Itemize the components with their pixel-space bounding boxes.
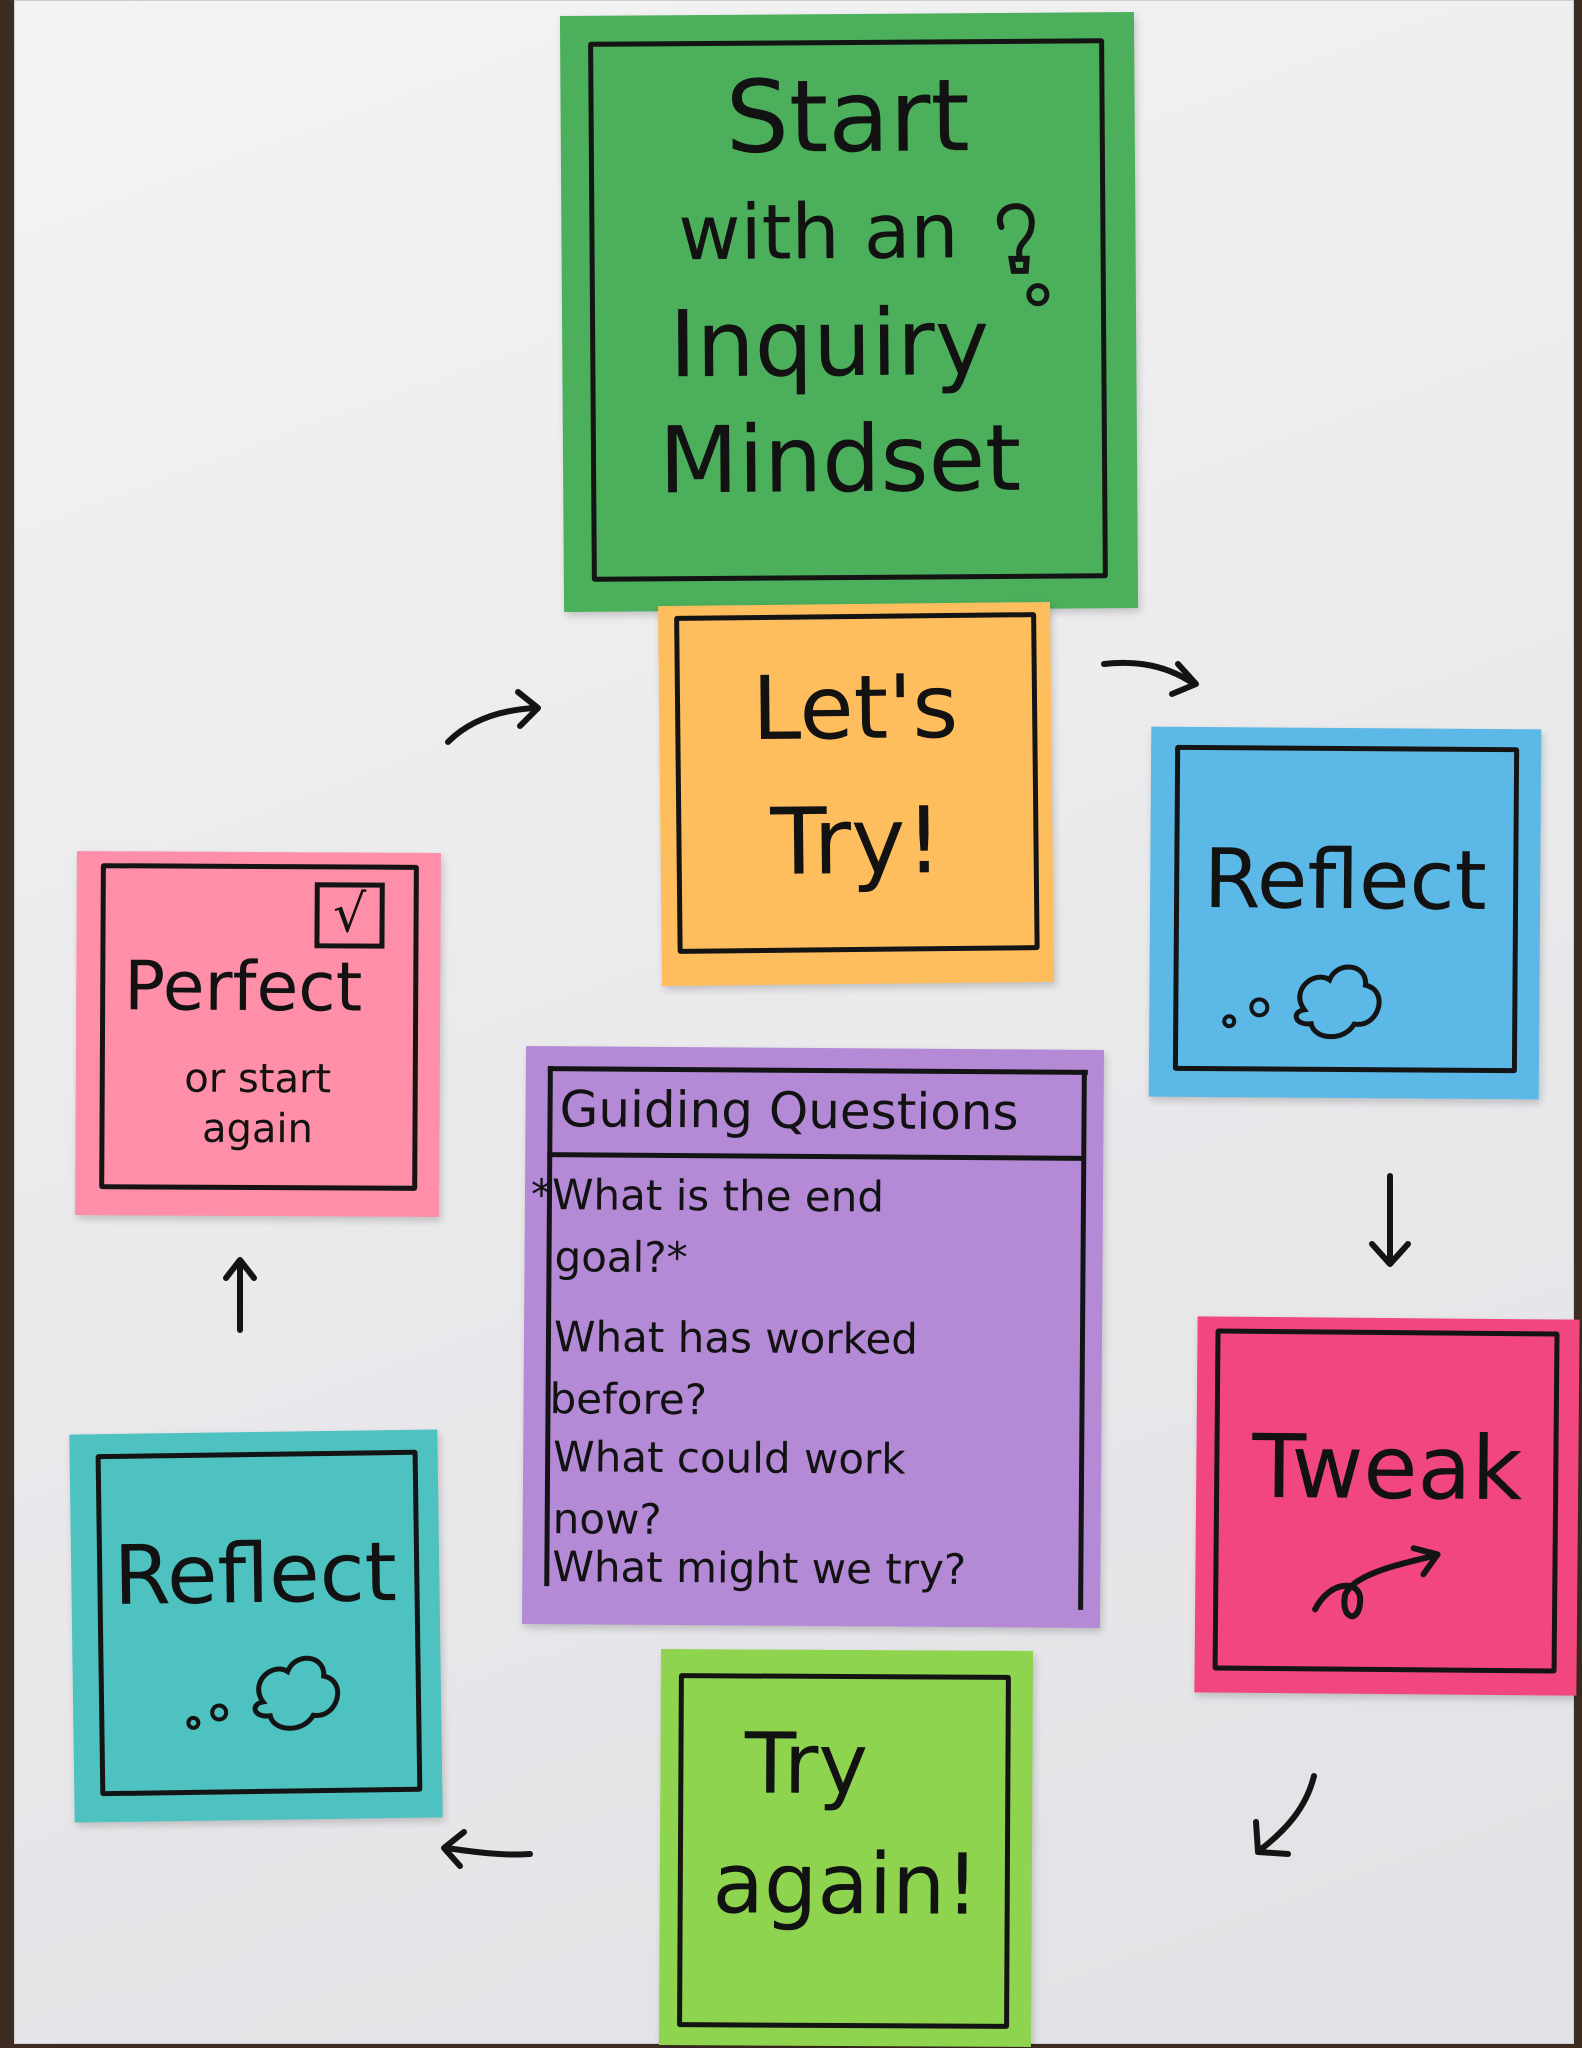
arrow-to-reflect-left (441, 1829, 533, 1869)
try-again-line-1: Try (744, 1714, 869, 1814)
perfect-sub-2: again (201, 1105, 314, 1153)
tweak-label: Tweak (1251, 1414, 1523, 1521)
gq-line: What could work (552, 1432, 906, 1484)
gq-line: now? (552, 1494, 662, 1544)
checkbox-check: √ (332, 884, 367, 945)
gq-line: before? (549, 1374, 708, 1425)
thought-cloud-icon (186, 1655, 341, 1731)
curly-arrow-icon (1312, 1545, 1441, 1620)
gq-line: goal?* (554, 1232, 688, 1283)
tweak-note: Tweak (1194, 1316, 1580, 1696)
gq-line: What might we try? (552, 1542, 967, 1595)
gq-border-left (544, 1066, 553, 1587)
lets-try-line-1: Let's (751, 654, 959, 761)
gq-border-top (547, 1066, 1088, 1075)
guiding-questions-note: Guiding Questions *What is the end goal?… (521, 1045, 1105, 1629)
try-again-note: Try again! (658, 1649, 1034, 2047)
lets-try-note: Let's Try! (658, 601, 1054, 987)
perfect-title: Perfect (123, 947, 363, 1028)
lightbulb-icon (996, 203, 1050, 307)
arrow-to-lets-try (445, 689, 541, 745)
lets-try-line-2: Try! (770, 787, 943, 896)
reflect-left-note: Reflect (69, 1429, 443, 1823)
start-line-4: Mindset (658, 404, 1022, 515)
thought-cloud-icon (1222, 964, 1382, 1040)
arrow-to-tweak (1369, 1173, 1411, 1267)
gq-title-underline (547, 1152, 1084, 1161)
checkbox-icon: √ (314, 882, 385, 949)
gq-line: *What is the end (530, 1170, 885, 1222)
try-again-line-2: again! (712, 1834, 980, 1934)
reflect-right-label: Reflect (1203, 832, 1488, 929)
reflect-left-label: Reflect (113, 1525, 398, 1624)
arrow-to-reflect-right (1101, 659, 1199, 697)
arrow-to-try-again (1253, 1773, 1317, 1857)
reflect-right-note: Reflect (1148, 726, 1542, 1100)
perfect-note: √ Perfect or start again (75, 851, 441, 1217)
start-note: Start with an Inquiry Mindset (559, 12, 1139, 612)
arrow-to-perfect (223, 1257, 257, 1333)
gq-title: Guiding Questions (559, 1080, 1019, 1142)
gq-line: What has worked (553, 1312, 919, 1364)
start-line-1: Start (725, 57, 971, 176)
perfect-sub-1: or start (184, 1055, 332, 1103)
